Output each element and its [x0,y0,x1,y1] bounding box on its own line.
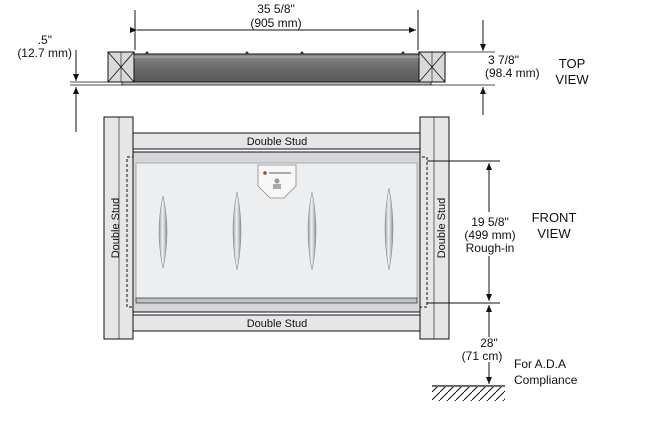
depth-inches: 3 7/8" [488,53,519,67]
top-hinge-4 [401,51,405,55]
front-right-stud [419,116,450,340]
roughin-mm: (499 mm) [464,228,515,242]
top-unit-body [133,53,420,83]
front-view-label-front: FRONT [532,210,577,225]
groove-3 [307,191,317,271]
placard-figure-body [273,184,281,189]
groove-4 [384,187,394,271]
unit-bottom-edge [135,297,418,304]
ada-line-2: Compliance [514,373,578,387]
roughin-inches: 19 5/8" [471,215,509,229]
front-left-stud-label: Double Stud [110,198,122,259]
front-view-label-view: VIEW [537,226,571,241]
front-bottom-stud [132,314,421,332]
top-hinge-3 [300,51,304,55]
placard-text-bar [269,172,291,174]
flange-inches: .5" [38,33,52,47]
top-flange [121,81,432,86]
height-inches: 28" [480,336,498,350]
floor-hatch [432,387,505,401]
groove-1 [158,195,168,269]
top-view-label-top: TOP [559,56,586,71]
front-view: Double Stud Double Stud Double Stud Doub… [103,116,578,401]
top-width-inches: 35 5/8" [257,2,295,16]
front-top-stud [132,132,421,150]
roughin-label: Rough-in [466,241,515,255]
top-hinge-2 [245,51,249,55]
placard-figure-icon [274,178,280,184]
front-bottom-stud-label: Double Stud [247,318,308,330]
top-view-label-view: VIEW [555,72,589,87]
top-view: 35 5/8" (905 mm) .5" (12.7 mm) 3 [17,2,589,132]
front-right-stud-label: Double Stud [436,198,448,259]
height-cm: (71 cm) [462,349,503,363]
depth-mm: (98.4 mm) [485,66,540,80]
top-hinge-1 [145,51,149,55]
front-top-stud-label: Double Stud [247,136,308,148]
top-width-mm: (905 mm) [250,16,301,30]
ada-line-1: For A.D.A [514,357,566,371]
groove-2 [232,191,242,271]
placard-logo-icon [263,171,267,175]
flange-mm: (12.7 mm) [17,46,72,60]
